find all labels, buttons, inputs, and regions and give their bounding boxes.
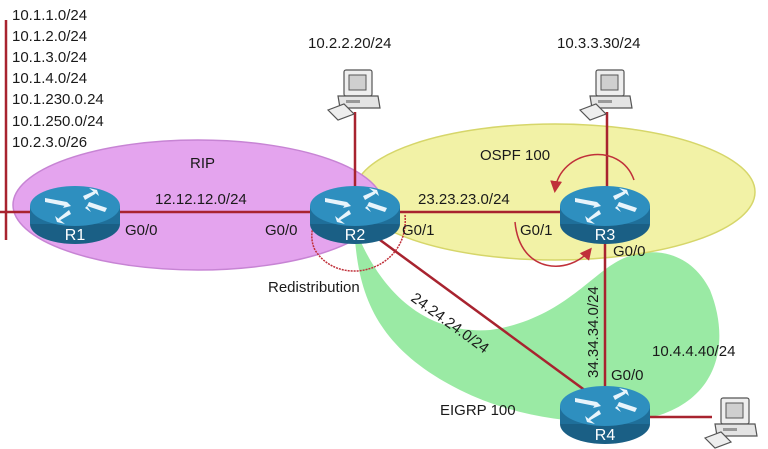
router-label: R2 (345, 227, 366, 244)
router-r4[interactable]: R4 (560, 386, 650, 444)
rip-network-list: 10.1.1.0/24 10.1.2.0/24 10.1.3.0/24 10.1… (12, 7, 104, 151)
rip-area-label: RIP (190, 155, 215, 172)
eigrp-area-label: EIGRP 100 (440, 402, 516, 419)
rip-network: 10.1.2.0/24 (12, 28, 87, 45)
interface-label: G0/0 (265, 222, 298, 239)
host-label: 10.2.2.20/24 (308, 35, 391, 52)
redistribution-arrow-r3-eigrp (514, 221, 592, 267)
interface-label: G0/0 (613, 243, 646, 260)
router-r1[interactable]: R1 (30, 186, 120, 244)
link-label-r3-r4: 34.34.34.0/24 (585, 286, 602, 378)
rip-network: 10.1.230.0.24 (12, 91, 104, 108)
interface-label: G0/1 (520, 222, 553, 239)
link-r2-r4 (349, 216, 606, 407)
pc-icon (704, 397, 758, 449)
router-label: R1 (65, 227, 86, 244)
redistribution-label: Redistribution (268, 279, 360, 296)
redistribution-arrow-r2 (311, 192, 406, 272)
ospf-area-label: OSPF 100 (480, 147, 550, 164)
eigrp-area (355, 240, 720, 422)
redistribution-arrow-r3-ospf (550, 153, 635, 193)
link-label-r1-r2: 12.12.12.0/24 (155, 191, 247, 208)
rip-network: 10.1.1.0/24 (12, 7, 87, 24)
rip-network: 10.1.3.0/24 (12, 49, 87, 66)
ospf-area (354, 123, 756, 261)
interface-label: G0/1 (402, 222, 435, 239)
host-label: 10.3.3.30/24 (557, 35, 640, 52)
host-label: 10.4.4.40/24 (652, 343, 735, 360)
rip-network: 10.1.4.0/24 (12, 70, 87, 87)
host-r4[interactable] (704, 397, 758, 449)
interface-label: G0/0 (611, 367, 644, 384)
rip-network: 10.2.3.0/26 (12, 134, 87, 151)
interface-label: G0/0 (125, 222, 158, 239)
link-label-r2-r3: 23.23.23.0/24 (418, 191, 510, 208)
router-r2[interactable]: R2 (310, 186, 400, 244)
router-label: R4 (595, 427, 616, 444)
router-r3[interactable]: R3 (560, 186, 650, 244)
router-label: R3 (595, 227, 616, 244)
rip-network: 10.1.250.0/24 (12, 113, 104, 130)
